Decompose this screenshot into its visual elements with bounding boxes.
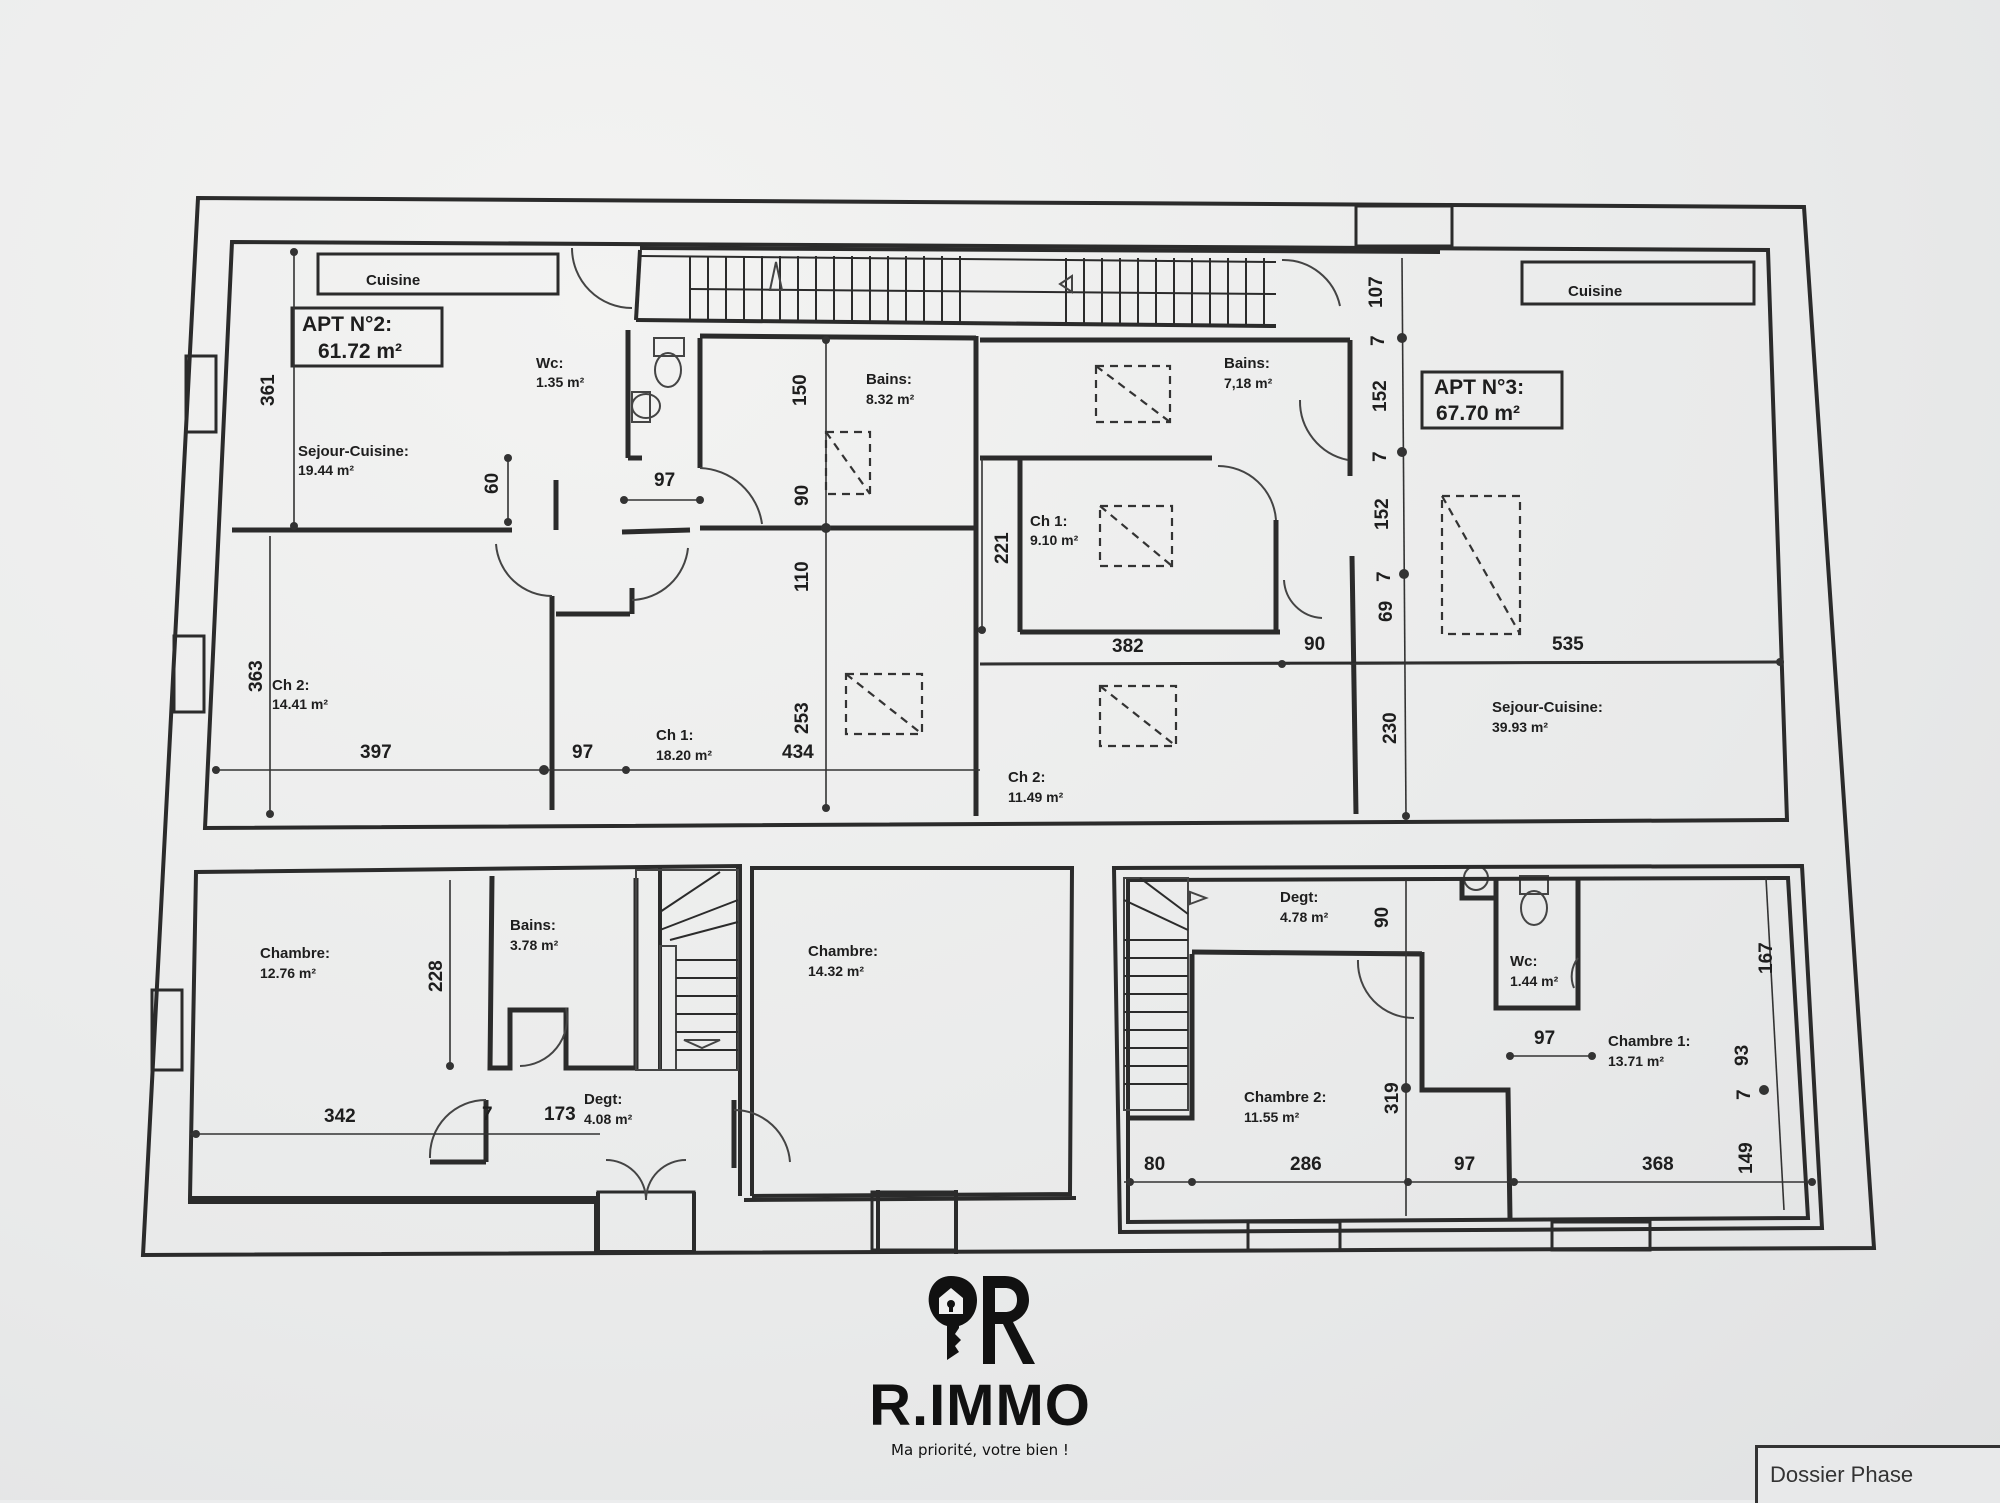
dim-label: 7	[1734, 1089, 1755, 1100]
room-bains-lower-area: 3.78 m²	[510, 937, 559, 953]
room-degt-right-name: Degt:	[1280, 889, 1318, 906]
room-chambre1-lower-name: Chambre 1:	[1608, 1033, 1691, 1050]
room-chambre-mid-name: Chambre:	[808, 943, 878, 960]
dim-label: 93	[1732, 1045, 1753, 1066]
dim-label: 97	[654, 470, 675, 491]
room-ch2-apt2-area: 14.41 m²	[272, 696, 328, 712]
dim-label: 230	[1380, 712, 1401, 744]
dim-label: 97	[1534, 1028, 1555, 1049]
room-chambre-left-name: Chambre:	[260, 945, 330, 962]
dim-label: 397	[360, 742, 392, 763]
room-degt-right-area: 4.78 m²	[1280, 909, 1329, 925]
room-chambre1-lower-area: 13.71 m²	[1608, 1053, 1664, 1069]
dim-label: 382	[1112, 636, 1144, 657]
dim-label: 286	[1290, 1154, 1322, 1175]
dim-label: 7	[1374, 571, 1395, 582]
dim-label: 80	[1144, 1154, 1165, 1175]
dim-label: 7	[482, 1104, 493, 1125]
room-wc-apt2-name: Wc:	[536, 355, 564, 372]
dim-label: 368	[1642, 1154, 1674, 1175]
dim-label: 253	[792, 702, 813, 734]
room-cuisine-apt3: Cuisine	[1568, 283, 1622, 300]
room-degt-left-area: 4.08 m²	[584, 1111, 633, 1127]
dim-label: 7	[1370, 451, 1391, 462]
lower-doors	[428, 957, 1579, 1201]
room-ch1-apt2-name: Ch 1:	[656, 727, 694, 744]
dim-label: 167	[1756, 942, 1777, 974]
logo-brand: R.IMMO	[869, 1373, 1091, 1438]
room-ch2-apt3-name: Ch 2:	[1008, 769, 1046, 786]
dim-label: 7	[1368, 335, 1389, 346]
room-ch1-apt3-name: Ch 1:	[1030, 513, 1068, 530]
dim-label: 434	[782, 742, 814, 763]
room-bains-apt3-area: 7,18 m²	[1224, 375, 1273, 391]
apt2-label: APT N°2:	[302, 313, 392, 336]
room-ch2-apt2-name: Ch 2:	[272, 677, 310, 694]
dim-label: 97	[1454, 1154, 1475, 1175]
room-sejour-apt3-area: 39.93 m²	[1492, 719, 1548, 735]
title-block-text: Dossier Phase	[1770, 1462, 1914, 1487]
lower-walls	[187, 863, 1825, 1254]
apt2-area: 61.72 m²	[318, 340, 402, 363]
kitchen-counter-apt2	[316, 252, 560, 296]
room-chambre2-lower-name: Chambre 2:	[1244, 1089, 1327, 1106]
dimension-dots	[192, 248, 1816, 1186]
logo: R.IMMO Ma priorité, votre bien !	[860, 1268, 1100, 1459]
dim-label: 221	[992, 532, 1013, 564]
dimension-lines	[190, 250, 1812, 1216]
skylights	[824, 364, 1522, 748]
logo-tagline: Ma priorité, votre bien !	[891, 1441, 1069, 1459]
dim-label: 110	[792, 561, 813, 592]
dim-label: 152	[1370, 380, 1391, 412]
room-wc-apt2-area: 1.35 m²	[536, 374, 585, 390]
room-cuisine-apt2: Cuisine	[366, 272, 420, 289]
room-sejour-apt2-area: 19.44 m²	[298, 462, 354, 478]
dim-label: 97	[572, 742, 593, 763]
dim-label: 90	[1372, 907, 1393, 928]
kitchen-counter-apt3	[1520, 260, 1756, 306]
room-chambre-mid-area: 14.32 m²	[808, 963, 864, 979]
room-sejour-apt2-name: Sejour-Cuisine:	[298, 443, 409, 460]
outer-walls	[140, 195, 1877, 1258]
room-chambre2-lower-area: 11.55 m²	[1244, 1109, 1300, 1125]
dim-label: 228	[426, 960, 447, 992]
lower-stairs	[635, 869, 1209, 1111]
dim-label: 90	[1304, 634, 1325, 655]
dim-label: 107	[1366, 276, 1387, 308]
dim-label: 150	[790, 374, 811, 406]
dim-label: 342	[324, 1106, 356, 1127]
room-bains-apt2-area: 8.32 m²	[866, 391, 915, 407]
dim-label: 361	[258, 374, 279, 406]
apt3-label: APT N°3:	[1434, 376, 1524, 399]
room-ch1-apt2-area: 18.20 m²	[656, 747, 712, 763]
dim-label: 152	[1372, 498, 1393, 530]
apt3-label-box	[1420, 370, 1564, 430]
room-bains-lower-name: Bains:	[510, 917, 556, 934]
room-wc-lower-name: Wc:	[1510, 953, 1538, 970]
room-ch2-apt3-area: 11.49 m²	[1008, 789, 1064, 805]
dim-label: 60	[482, 473, 503, 494]
dim-label: 149	[1736, 1142, 1757, 1174]
title-block: Dossier Phase	[1755, 1445, 2000, 1503]
dim-label: 535	[1552, 634, 1584, 655]
room-bains-apt2-name: Bains:	[866, 371, 912, 388]
apt2-label-box	[290, 306, 444, 368]
apt3-area: 67.70 m²	[1436, 402, 1520, 425]
dim-label: 173	[544, 1104, 576, 1125]
dim-label: 319	[1382, 1082, 1403, 1114]
dim-label: 69	[1376, 601, 1397, 622]
upper-doors	[495, 247, 1349, 619]
room-wc-lower-area: 1.44 m²	[1510, 973, 1559, 989]
upper-stairs	[639, 255, 1277, 327]
dimension-labels: 361 60 97 150 90 110 253 434 363 397 97 …	[246, 276, 1777, 1175]
dim-label: 363	[246, 660, 267, 692]
room-bains-apt3-name: Bains:	[1224, 355, 1270, 372]
room-ch1-apt3-area: 9.10 m²	[1030, 532, 1079, 548]
dim-label: 90	[792, 485, 813, 506]
room-chambre-left-area: 12.76 m²	[260, 965, 316, 981]
key-logo-icon	[928, 1276, 1035, 1364]
room-sejour-apt3-name: Sejour-Cuisine:	[1492, 699, 1603, 716]
room-degt-left-name: Degt:	[584, 1091, 622, 1108]
